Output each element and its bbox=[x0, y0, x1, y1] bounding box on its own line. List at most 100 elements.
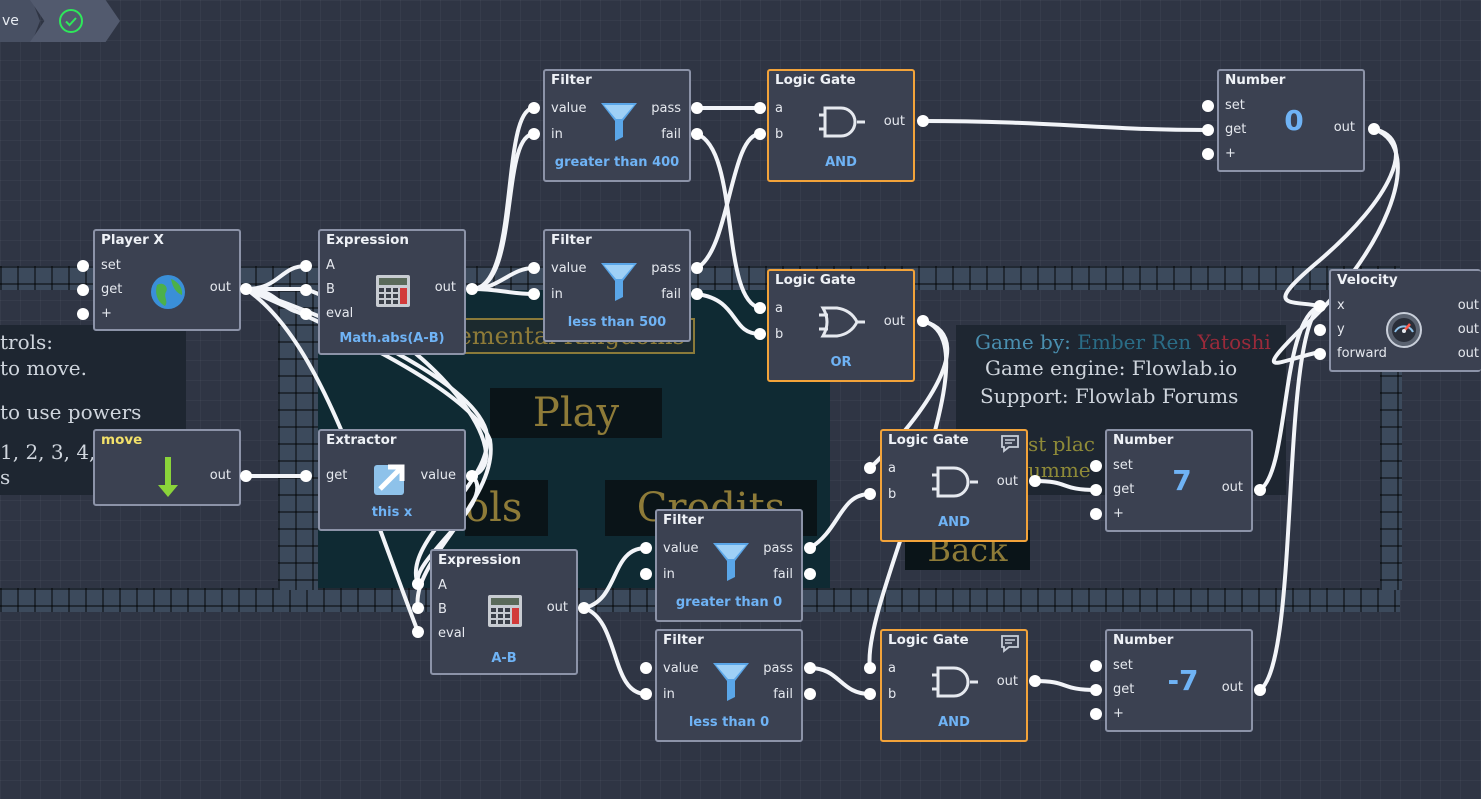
node-number-7[interactable]: Number set get + out 7 bbox=[1105, 429, 1253, 532]
port-dot[interactable] bbox=[412, 602, 424, 614]
breadcrumb: ve bbox=[0, 0, 40, 42]
port-dot[interactable] bbox=[466, 283, 478, 295]
port-dot[interactable] bbox=[691, 102, 703, 114]
port-label-b: b bbox=[888, 687, 897, 702]
port-label-b: B bbox=[438, 602, 447, 617]
port-dot[interactable] bbox=[300, 308, 312, 320]
node-extractor[interactable]: Extractor get value this x bbox=[318, 429, 466, 531]
port-dot[interactable] bbox=[640, 662, 652, 674]
breadcrumb-current[interactable] bbox=[30, 0, 120, 42]
port-dot[interactable] bbox=[77, 260, 89, 272]
port-dot[interactable] bbox=[754, 302, 766, 314]
extract-arrow-icon bbox=[374, 459, 410, 499]
port-dot[interactable] bbox=[1254, 484, 1266, 496]
node-filter-lt500[interactable]: Filter value in pass fail less than 500 bbox=[543, 229, 691, 342]
number-value[interactable]: 0 bbox=[1284, 104, 1304, 137]
node-subtitle: AND bbox=[825, 155, 857, 170]
port-dot[interactable] bbox=[917, 115, 929, 127]
port-dot[interactable] bbox=[1254, 684, 1266, 696]
port-dot[interactable] bbox=[1090, 460, 1102, 472]
port-dot[interactable] bbox=[864, 462, 876, 474]
port-dot[interactable] bbox=[917, 315, 929, 327]
controls-line-5: 1, 2, 3, 4, bbox=[0, 440, 96, 464]
port-dot[interactable] bbox=[1202, 100, 1214, 112]
port-dot[interactable] bbox=[864, 688, 876, 700]
port-label-out: out bbox=[883, 114, 905, 129]
node-filter-gt400[interactable]: Filter value in pass fail greater than 4… bbox=[543, 69, 691, 182]
node-logic-gate-and-1[interactable]: Logic Gate a b out AND bbox=[767, 69, 915, 182]
port-dot[interactable] bbox=[1314, 348, 1326, 360]
port-dot[interactable] bbox=[77, 308, 89, 320]
port-dot[interactable] bbox=[300, 284, 312, 296]
credits-author-1: Ember bbox=[1077, 330, 1146, 354]
node-number-neg7[interactable]: Number set get + out -7 bbox=[1105, 629, 1253, 732]
node-expression-diff[interactable]: Expression A B eval out A-B bbox=[430, 549, 578, 675]
port-dot[interactable] bbox=[1202, 124, 1214, 136]
node-logic-gate-or[interactable]: Logic Gate a b out OR bbox=[767, 269, 915, 382]
wire bbox=[244, 287, 420, 634]
port-label-get: get bbox=[1225, 122, 1247, 137]
port-dot[interactable] bbox=[691, 128, 703, 140]
port-dot[interactable] bbox=[804, 542, 816, 554]
port-dot[interactable] bbox=[1090, 708, 1102, 720]
arrow-down-icon bbox=[155, 457, 181, 503]
port-dot[interactable] bbox=[691, 262, 703, 274]
node-velocity[interactable]: Velocity x y forward out out out bbox=[1329, 269, 1481, 372]
port-dot[interactable] bbox=[240, 283, 252, 295]
port-dot[interactable] bbox=[804, 662, 816, 674]
port-dot[interactable] bbox=[412, 626, 424, 638]
port-label-fail: fail bbox=[661, 127, 681, 142]
node-move[interactable]: move out bbox=[93, 429, 241, 506]
node-number-0[interactable]: Number set get + out 0 bbox=[1217, 69, 1365, 172]
port-dot[interactable] bbox=[804, 688, 816, 700]
number-value[interactable]: 7 bbox=[1172, 464, 1192, 497]
port-dot[interactable] bbox=[528, 128, 540, 140]
port-dot[interactable] bbox=[1368, 123, 1380, 135]
node-player-x[interactable]: Player X set get + out bbox=[93, 229, 241, 331]
port-dot[interactable] bbox=[1029, 475, 1041, 487]
port-dot[interactable] bbox=[528, 288, 540, 300]
port-dot[interactable] bbox=[528, 262, 540, 274]
node-filter-gt0[interactable]: Filter value in pass fail greater than 0 bbox=[655, 509, 803, 622]
port-label-value: value bbox=[551, 101, 587, 116]
funnel-icon bbox=[713, 541, 749, 585]
port-dot[interactable] bbox=[466, 470, 478, 482]
port-dot[interactable] bbox=[864, 488, 876, 500]
port-dot[interactable] bbox=[754, 128, 766, 140]
node-title: Number bbox=[1225, 72, 1286, 88]
comment-icon[interactable] bbox=[1000, 635, 1020, 653]
port-dot[interactable] bbox=[640, 542, 652, 554]
port-dot[interactable] bbox=[754, 328, 766, 340]
speedometer-icon bbox=[1385, 311, 1423, 353]
node-logic-gate-and-2[interactable]: Logic Gate a b out AND bbox=[880, 429, 1028, 542]
port-dot[interactable] bbox=[640, 688, 652, 700]
port-dot[interactable] bbox=[1029, 675, 1041, 687]
port-dot[interactable] bbox=[578, 602, 590, 614]
port-dot[interactable] bbox=[1090, 484, 1102, 496]
comment-icon[interactable] bbox=[1000, 435, 1020, 453]
port-dot[interactable] bbox=[864, 662, 876, 674]
node-logic-gate-and-3[interactable]: Logic Gate a b out AND bbox=[880, 629, 1028, 742]
port-dot[interactable] bbox=[528, 102, 540, 114]
port-dot[interactable] bbox=[640, 568, 652, 580]
port-dot[interactable] bbox=[240, 470, 252, 482]
port-dot[interactable] bbox=[1314, 324, 1326, 336]
port-dot[interactable] bbox=[300, 260, 312, 272]
port-dot[interactable] bbox=[691, 288, 703, 300]
port-dot[interactable] bbox=[77, 284, 89, 296]
number-value[interactable]: -7 bbox=[1167, 664, 1199, 697]
port-dot[interactable] bbox=[804, 568, 816, 580]
port-dot[interactable] bbox=[1090, 508, 1102, 520]
port-dot[interactable] bbox=[1314, 300, 1326, 312]
port-dot[interactable] bbox=[1090, 684, 1102, 696]
port-label-plus: + bbox=[1225, 146, 1236, 161]
port-label-b: b bbox=[775, 327, 784, 342]
node-expression-abs[interactable]: Expression A B eval out Math.abs(A-B) bbox=[318, 229, 466, 355]
port-dot[interactable] bbox=[1090, 660, 1102, 672]
breadcrumb-prev[interactable]: ve bbox=[2, 13, 19, 29]
port-dot[interactable] bbox=[412, 578, 424, 590]
port-dot[interactable] bbox=[754, 102, 766, 114]
node-filter-lt0[interactable]: Filter value in pass fail less than 0 bbox=[655, 629, 803, 742]
port-dot[interactable] bbox=[300, 470, 312, 482]
port-dot[interactable] bbox=[1202, 148, 1214, 160]
